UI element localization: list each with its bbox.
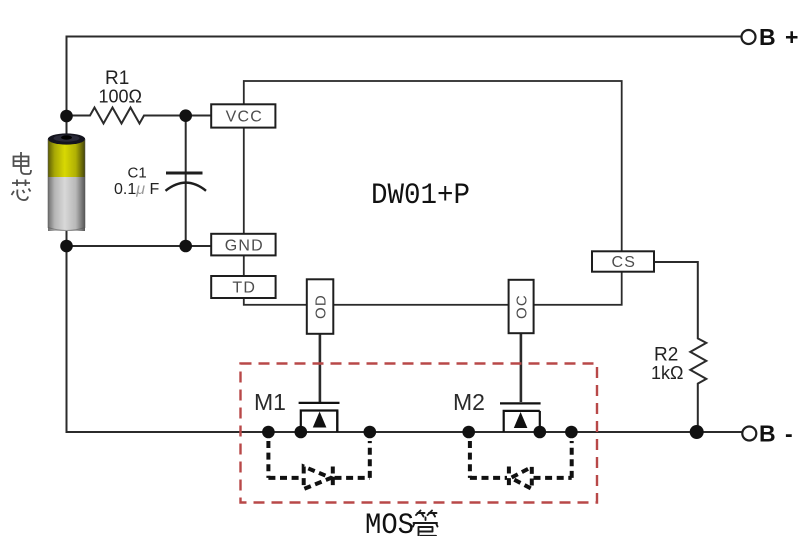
svg-text:OC: OC — [514, 294, 531, 319]
svg-text:R1: R1 — [105, 68, 129, 89]
svg-text:MOS: MOS — [365, 509, 414, 536]
svg-text:R2: R2 — [654, 345, 678, 366]
svg-text:OD: OD — [313, 294, 330, 319]
svg-text:-: - — [785, 421, 793, 447]
svg-text:M2: M2 — [453, 389, 485, 415]
svg-text:B: B — [759, 421, 776, 447]
svg-text:B: B — [759, 24, 776, 50]
svg-text:TD: TD — [232, 280, 256, 297]
svg-text:1kΩ: 1kΩ — [651, 363, 683, 383]
svg-text:CS: CS — [611, 254, 636, 271]
svg-text:DW01+P: DW01+P — [371, 179, 470, 213]
svg-text:+: + — [785, 24, 798, 50]
svg-text:C1: C1 — [128, 165, 147, 182]
svg-text:GND: GND — [225, 237, 264, 254]
svg-text:100Ω: 100Ω — [99, 87, 143, 107]
svg-text:VCC: VCC — [226, 109, 263, 126]
svg-text:M1: M1 — [254, 389, 286, 415]
svg-text:0.1μ F: 0.1μ F — [114, 181, 159, 198]
